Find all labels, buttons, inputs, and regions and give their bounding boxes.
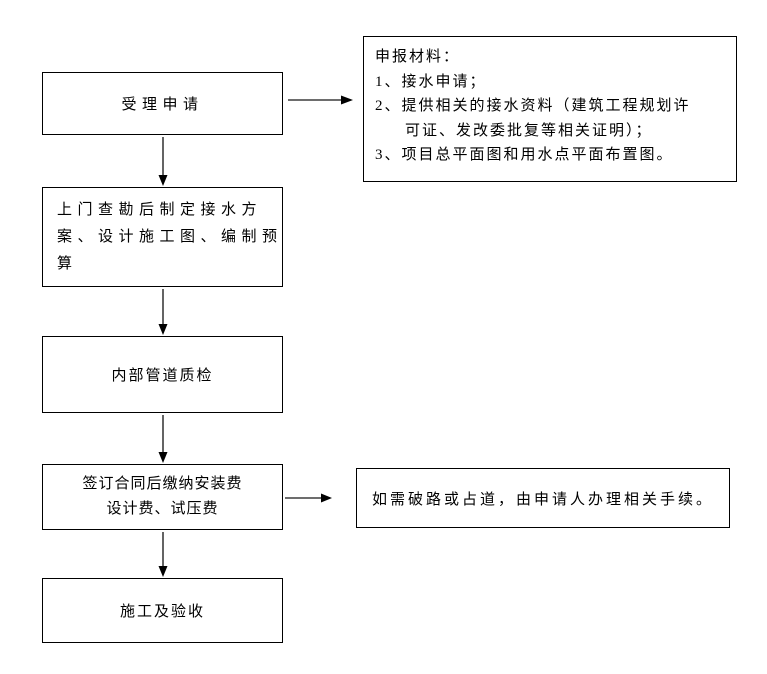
- node-sign-contract: 签订合同后缴纳安装费 设计费、试压费: [42, 464, 283, 530]
- materials-item-2: 2、提供相关的接水资料（建筑工程规划许: [375, 98, 691, 114]
- node-application-materials: 申报材料： 1、接水申请； 2、提供相关的接水资料（建筑工程规划许 可证、发改委…: [363, 36, 737, 182]
- node-inspection-label: 内部管道质检: [111, 368, 214, 384]
- contract-line-2: 设计费、试压费: [106, 501, 219, 517]
- arrow-head-down-icon: [158, 175, 168, 186]
- materials-item-1: 1、接水申请；: [375, 73, 487, 90]
- arrow-accept-to-survey: [158, 137, 168, 186]
- node-construction-label: 施工及验收: [119, 604, 205, 620]
- arrow-head-right-icon: [341, 95, 353, 105]
- contract-line-1: 签订合同后缴纳安装费: [82, 476, 243, 492]
- arrow-head-down-icon: [158, 452, 168, 463]
- node-construction-acceptance: 施工及验收: [42, 578, 283, 643]
- arrow-head-down-icon: [158, 566, 168, 577]
- node-road-label: 如需破路或占道，由申请人办理相关手续。: [372, 491, 715, 508]
- materials-item-2-continued: 可证、发改委批复等相关证明）；: [405, 122, 653, 139]
- node-accept-label: 受理申请: [121, 97, 204, 113]
- arrow-contract-to-road: [285, 493, 332, 503]
- node-pipe-inspection: 内部管道质检: [42, 336, 283, 413]
- node-accept-application: 受理申请: [42, 72, 283, 135]
- survey-line-3: 算: [57, 256, 78, 272]
- arrow-contract-to-construction: [158, 532, 168, 577]
- arrow-accept-to-materials: [288, 95, 353, 105]
- arrow-head-down-icon: [158, 324, 168, 335]
- arrow-head-right-icon: [321, 493, 332, 503]
- node-site-survey: 上门查勘后制定接水方 案、设计施工图、编制预 算: [42, 187, 283, 287]
- materials-title: 申报材料：: [375, 49, 461, 65]
- survey-line-1: 上门查勘后制定接水方: [57, 202, 263, 218]
- survey-line-2: 案、设计施工图、编制预: [57, 229, 283, 245]
- arrow-survey-to-inspection: [158, 289, 168, 335]
- arrow-inspection-to-contract: [158, 415, 168, 463]
- node-road-permit-note: 如需破路或占道，由申请人办理相关手续。: [356, 468, 730, 528]
- materials-item-3: 3、项目总平面图和用水点平面布置图。: [375, 147, 674, 163]
